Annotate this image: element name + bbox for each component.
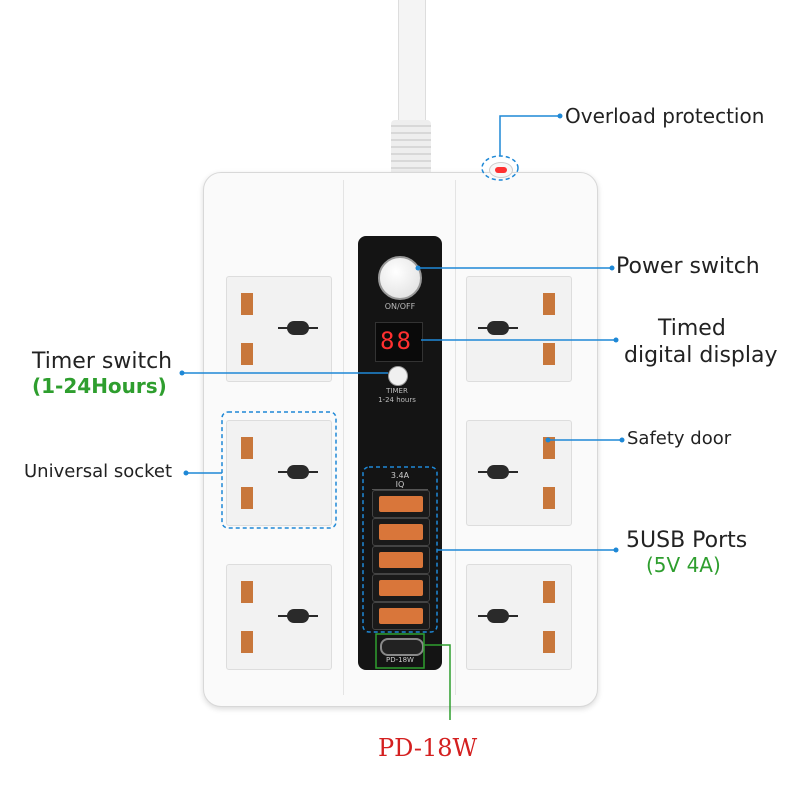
overload-reset-icon[interactable] <box>489 162 513 178</box>
body-seam-left <box>343 180 344 695</box>
socket-highlight <box>221 411 337 529</box>
timer-range-label: (1-24Hours) <box>32 374 167 398</box>
socket-left-1 <box>226 276 332 382</box>
timed-display-label-2: digital display <box>624 343 778 368</box>
timed-display-label-1: Timed <box>658 316 726 341</box>
socket-left-2 <box>226 420 332 526</box>
power-cable <box>398 0 426 140</box>
display-digits: 88 <box>380 327 413 355</box>
timer-label: TIMER <box>386 387 408 395</box>
usb-port-4[interactable] <box>372 574 430 602</box>
onoff-label: ON/OFF <box>384 302 416 311</box>
digital-display: 88 <box>375 322 423 362</box>
usb-spec-label: (5V 4A) <box>646 553 721 577</box>
power-switch-label: Power switch <box>616 254 760 279</box>
pd-line <box>424 644 451 720</box>
timer-hours-label: 1-24 hours <box>378 396 416 404</box>
pd-label: PD-18W <box>378 734 478 762</box>
usb-highlight <box>362 466 438 633</box>
pd-highlight <box>375 633 425 669</box>
usb-port-3[interactable] <box>372 546 430 574</box>
overload-highlight <box>481 155 519 181</box>
timer-button-icon[interactable] <box>388 366 408 386</box>
universal-socket-label: Universal socket <box>24 461 173 482</box>
timer-switch-label: Timer switch <box>32 349 173 374</box>
socket-right-3 <box>466 564 572 670</box>
socket-left-3 <box>226 564 332 670</box>
power-button-icon[interactable] <box>378 256 422 300</box>
safety-door-label: Safety door <box>627 428 732 449</box>
usb-port-2[interactable] <box>372 518 430 546</box>
usb-current-label: 3.4A <box>390 471 410 480</box>
cable-strain-relief <box>391 120 431 180</box>
usb-c-icon[interactable] <box>380 638 424 656</box>
socket-right-2 <box>466 420 572 526</box>
socket-right-1 <box>466 276 572 382</box>
pd-small-label: PD-18W <box>386 656 414 664</box>
body-seam-right <box>455 180 456 695</box>
usb-port-1[interactable] <box>372 490 430 518</box>
overload-line <box>499 115 560 156</box>
usb-iq-label: IQ <box>372 480 428 490</box>
usb-ports-label: 5USB Ports <box>626 528 748 553</box>
overload-protection-label: Overload protection <box>565 104 765 128</box>
usb-port-5[interactable] <box>372 602 430 630</box>
